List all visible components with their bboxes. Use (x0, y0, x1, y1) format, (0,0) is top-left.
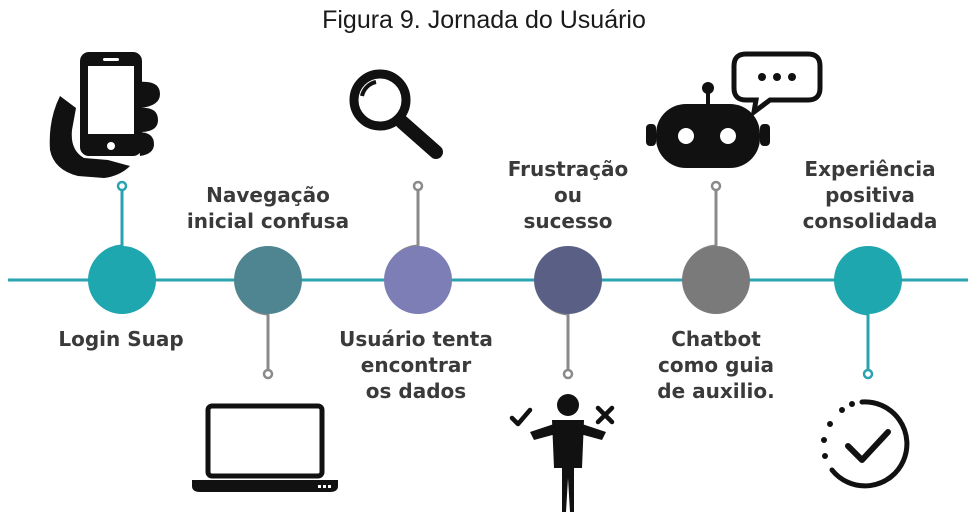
stage-node-2 (234, 246, 302, 380)
stage-label-line: ou (554, 183, 582, 207)
stage-label-line: Chatbot (671, 327, 761, 351)
stage-label-line: os dados (365, 379, 467, 403)
stage-label-login: Login Suap (46, 326, 196, 352)
stage-label-line: inicial confusa (186, 209, 350, 233)
stage-label-line: Navegação (206, 183, 330, 207)
stage-label-line: como guia (657, 353, 775, 377)
stage-label-line: de auxilio. (657, 379, 775, 403)
stage-label-navegacao: Navegação inicial confusa (170, 182, 366, 234)
stage-node-6 (834, 246, 902, 380)
stage-label-usuario: Usuário tenta encontrar os dados (322, 326, 510, 404)
stage-label-chatbot: Chatbot como guia de auxilio. (628, 326, 804, 404)
stage-label-line: Frustração (507, 157, 629, 181)
stage-label-line: consolidada (802, 209, 938, 233)
laptop-icon (192, 403, 338, 492)
stage-label-experiencia: Experiência positiva consolidada (780, 156, 960, 234)
stage-label-line: Experiência (804, 157, 936, 181)
stage-label-line: Usuário tenta (339, 327, 493, 351)
smartphone-hand-icon (49, 52, 160, 178)
stage-node-1 (88, 180, 156, 314)
stage-node-4 (534, 246, 602, 380)
stage-label-line: positiva (825, 183, 915, 207)
stage-label-line: sucesso (523, 209, 613, 233)
stage-label-line: encontrar (360, 353, 472, 377)
stage-node-3 (384, 180, 452, 314)
person-decision-icon (509, 394, 615, 512)
stage-node-5 (682, 180, 750, 314)
stage-label-frustracao: Frustração ou sucesso (482, 156, 654, 234)
page-caption: Figura 9. Jornada do Usuário (322, 6, 646, 34)
stage-label-line: Login Suap (58, 327, 184, 351)
clock-check-icon (821, 399, 910, 489)
magnifier-icon (349, 69, 443, 159)
robot-chat-icon (646, 51, 823, 168)
